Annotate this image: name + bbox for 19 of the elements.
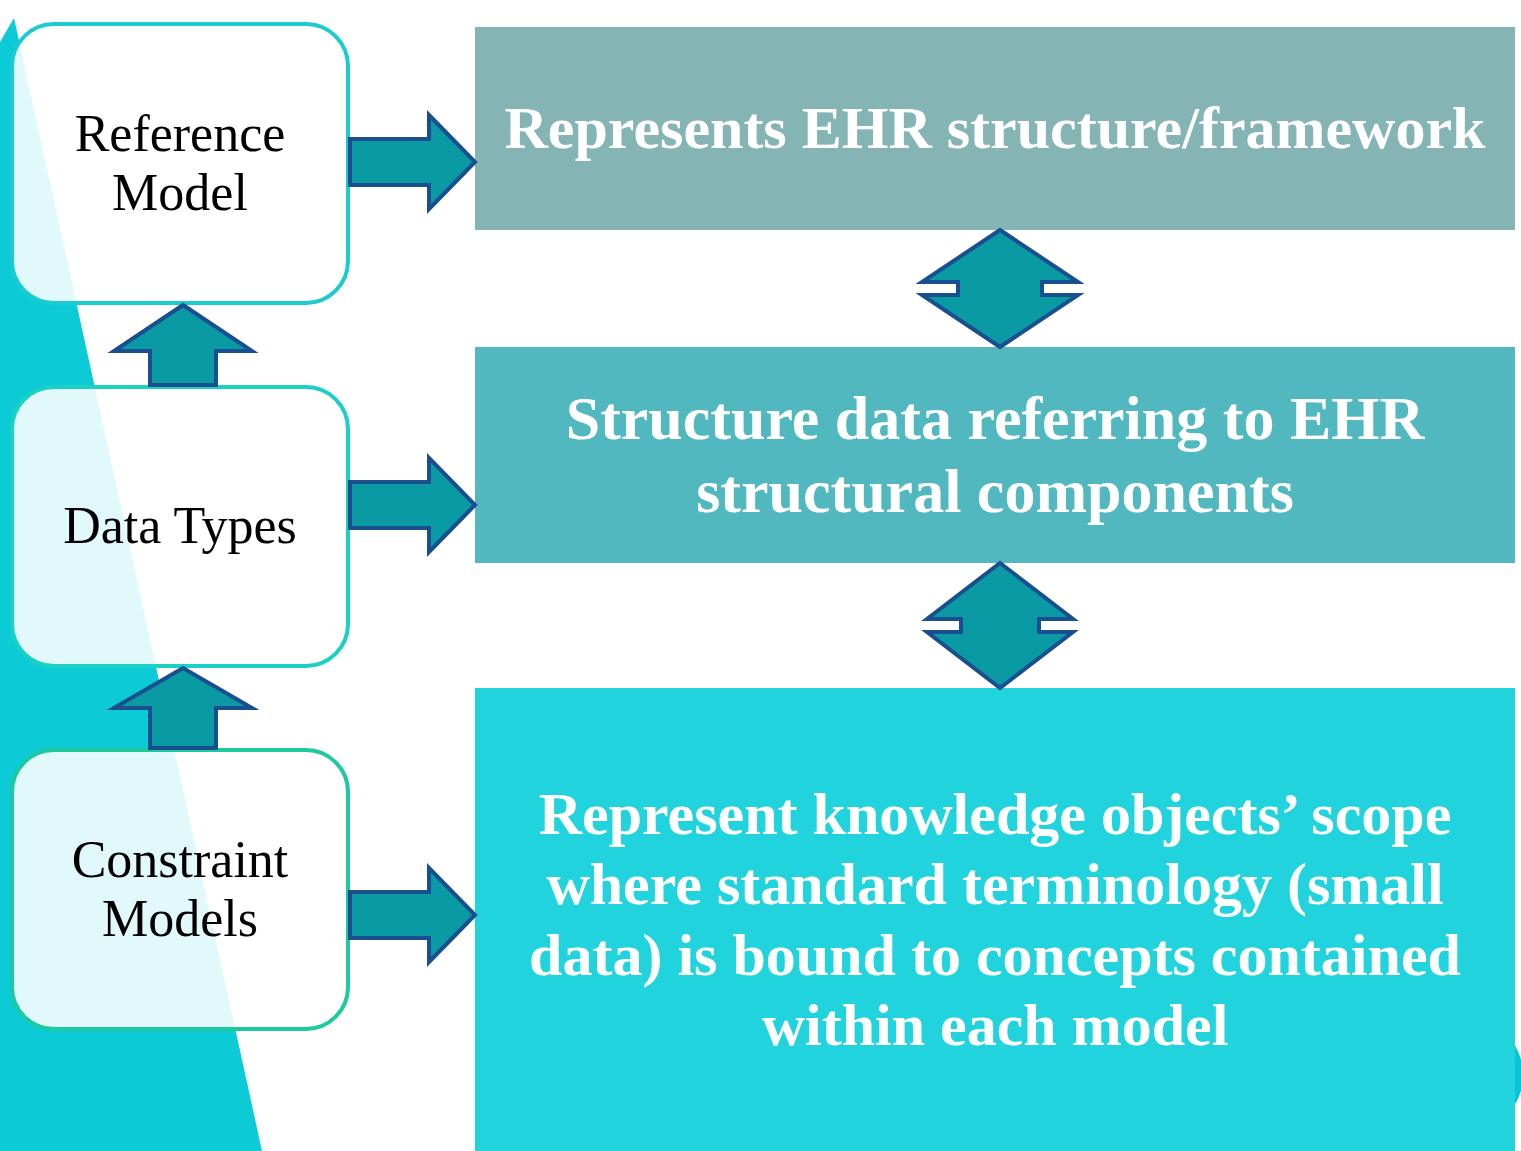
model-label: Reference Model [73, 105, 287, 222]
block-arrow [348, 110, 478, 214]
block-arrow [107, 302, 259, 387]
description-box [475, 27, 1515, 230]
block-arrow [915, 227, 1085, 350]
block-arrow [921, 560, 1079, 691]
block-arrow [106, 665, 260, 750]
model-label: Data Types [63, 497, 297, 556]
description-text: Structure data referring to EHR structural components [564, 383, 1426, 527]
model-box [10, 748, 350, 1031]
description-box [475, 688, 1515, 1151]
block-arrow [348, 863, 478, 967]
description-text: Represents EHR structure/framework [504, 94, 1486, 164]
description-text: Represent knowledge objects’ scope where standard terminology (small data) is bound to concepts contained within each model [528, 780, 1462, 1060]
model-box [10, 385, 350, 668]
description-box [475, 347, 1515, 563]
model-box [10, 22, 350, 305]
model-label: Constraint Models [70, 831, 290, 948]
block-arrow [348, 453, 478, 557]
